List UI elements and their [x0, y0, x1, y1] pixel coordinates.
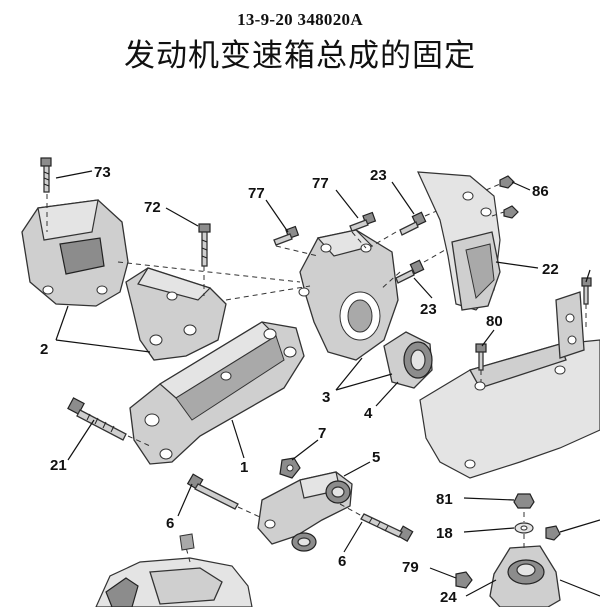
diagram-code: 13-9-20 348020A: [237, 10, 363, 29]
callout-2: 2: [40, 341, 48, 358]
callout-7: 7: [318, 425, 326, 442]
bolt-6-right: [339, 503, 414, 543]
callout-77-left: 77: [248, 185, 265, 202]
nut-79: [455, 571, 473, 589]
bolt-right-edge: [581, 277, 592, 330]
bolt-21: [67, 397, 127, 441]
assembly-lines: [117, 231, 401, 447]
bolt-80: [475, 343, 487, 382]
callout-6-left: 6: [166, 515, 174, 532]
nut-small-right: [545, 525, 561, 541]
bushing-part-4: [383, 331, 433, 389]
bolt-23-lower: [395, 245, 453, 284]
callout-22: 22: [542, 261, 559, 278]
callout-79: 79: [402, 559, 419, 576]
engine-mount-part-2: [21, 199, 227, 361]
callout-23-lower: 23: [420, 301, 437, 318]
bolt-72: [198, 223, 211, 296]
bolt-77-left: [273, 225, 319, 257]
crossmember-part-1: [129, 321, 305, 465]
nut-81: [513, 493, 535, 509]
callout-21: 21: [50, 457, 67, 474]
callout-23-upper: 23: [370, 167, 387, 184]
diagram-title: 发动机变速箱总成的固定: [124, 38, 476, 74]
callout-24: 24: [440, 589, 457, 606]
gearbox-bracket-part-3: [298, 229, 399, 361]
link-part-5: [257, 471, 353, 552]
bolt-6-left: [186, 473, 263, 519]
callout-80: 80: [486, 313, 503, 330]
mount-part-24: [489, 512, 561, 607]
nut-86: [485, 175, 519, 219]
callout-labels: 73 72 77 77 23 86 22 23 2 80 3 4 21 1 7 …: [40, 164, 559, 606]
callout-3: 3: [322, 389, 330, 406]
bolt-23-upper: [399, 205, 449, 236]
callout-86: 86: [532, 183, 549, 200]
leader-lines: [55, 170, 600, 597]
bolt-77-right: [349, 211, 377, 249]
callout-73: 73: [94, 164, 111, 181]
engine-block-partial: [95, 533, 253, 607]
callout-18: 18: [436, 525, 453, 542]
callout-1: 1: [240, 459, 248, 476]
heatshield-plate: [419, 291, 600, 479]
nut-7: [279, 457, 301, 479]
callout-72: 72: [144, 199, 161, 216]
bracket-part-22: [417, 171, 501, 311]
callout-81: 81: [436, 491, 453, 508]
washer-18: [514, 522, 534, 534]
callout-77-right: 77: [312, 175, 329, 192]
bolt-73: [40, 157, 52, 232]
callout-5: 5: [372, 449, 380, 466]
callout-6-right: 6: [338, 553, 346, 570]
callout-4: 4: [364, 405, 373, 422]
